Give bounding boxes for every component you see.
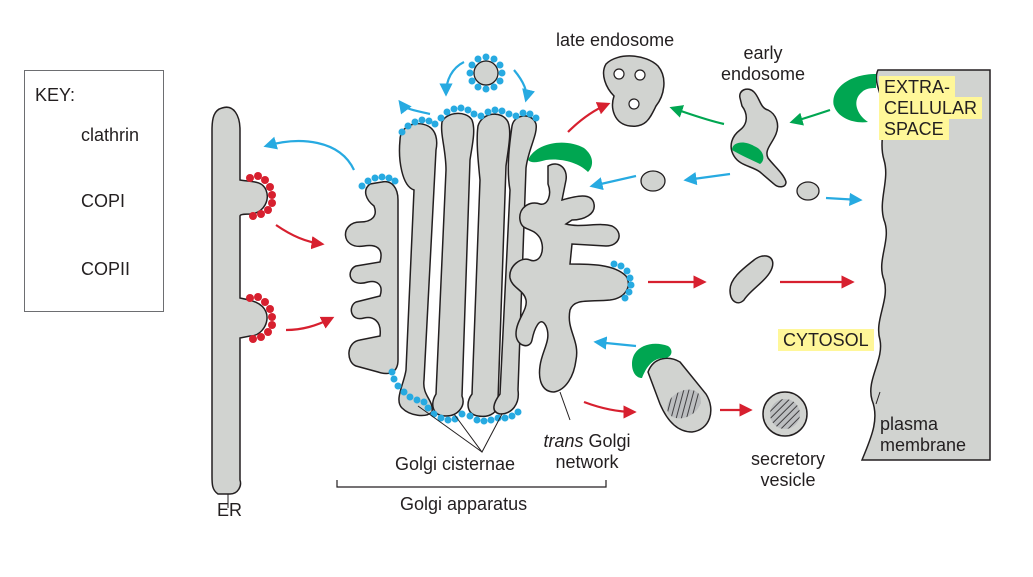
late-endosome-shape xyxy=(602,55,665,127)
label-late-endosome: late endosome xyxy=(556,30,675,50)
endosome-to-vesicle-arrow xyxy=(683,172,731,186)
golgi-intra-arrow-3 xyxy=(513,69,535,103)
label-extracellular-line1: EXTRA- xyxy=(879,76,956,98)
tgn-copi-coat xyxy=(610,260,635,302)
secretory-granule-clathrin-coat xyxy=(632,343,672,378)
clathrin-arrows xyxy=(669,105,831,126)
er-to-golgi-arrow-upper xyxy=(275,224,325,250)
label-extracellular-line3: SPACE xyxy=(879,118,949,140)
golgi-cis-copi-coat xyxy=(358,173,399,190)
trans-golgi-network xyxy=(509,163,630,393)
golgi-top-copi-coat xyxy=(398,104,540,136)
transport-vesicle-small-2 xyxy=(796,181,820,201)
label-cytosol: CYTOSOL xyxy=(778,329,874,351)
label-trans-italic: trans xyxy=(543,431,584,451)
label-cytosol-text: CYTOSOL xyxy=(778,329,874,351)
plasma-membrane-pointer xyxy=(875,391,881,405)
early-endosome-shape xyxy=(730,88,787,188)
label-early-endosome-line2: endosome xyxy=(720,64,806,84)
golgi-bottom-copi-coat xyxy=(388,368,522,425)
label-extracellular-space: EXTRA- CELLULAR SPACE xyxy=(879,76,983,140)
golgi-cisterna-1 xyxy=(398,122,438,417)
golgi-intra-arrow-1 xyxy=(398,99,431,116)
golgi-to-er-arrow xyxy=(263,136,355,171)
label-early-endosome: early endosome xyxy=(718,43,808,85)
key-label-clathrin: clathrin xyxy=(81,125,140,145)
label-er: ER xyxy=(217,500,243,520)
exit-arrows xyxy=(567,102,855,419)
golgi-intra-arrow-2 xyxy=(439,61,465,97)
label-secretory-vesicle-line1: secretory xyxy=(750,449,826,469)
label-secretory-vesicle: secretory vesicle xyxy=(738,449,838,491)
granule-to-tgn-arrow xyxy=(593,336,637,350)
er-copii-coat-lower xyxy=(246,293,276,343)
early-endosome-clathrin-coat xyxy=(732,142,764,164)
golgi-cisternae-pointer xyxy=(417,405,503,453)
key-title: KEY: xyxy=(35,85,76,105)
vesicle-to-membrane-blue-arrow xyxy=(825,192,863,206)
label-plasma-membrane: plasma membrane xyxy=(880,414,966,456)
membrane-to-early-endosome-arrow xyxy=(789,108,831,126)
constitutive-vesicle xyxy=(729,255,774,304)
label-plasma-membrane-line1: plasma xyxy=(880,414,939,434)
golgi-cis-cisterna xyxy=(344,180,399,375)
key-label-copii: COPII xyxy=(81,259,131,279)
golgi-apparatus-bracket xyxy=(336,480,607,488)
key-label-copi: COPI xyxy=(81,191,126,211)
label-trans-golgi-network: trans Golgi network xyxy=(537,431,637,473)
tgn-clathrin-coat xyxy=(528,142,593,172)
transport-vesicle-small-1 xyxy=(640,170,666,192)
early-to-late-endosome-arrow xyxy=(669,105,725,126)
copii-arrows xyxy=(275,224,335,332)
er-to-golgi-arrow-lower xyxy=(285,316,335,332)
label-extracellular-line2: CELLULAR xyxy=(879,97,983,119)
label-early-endosome-line1: early xyxy=(743,43,783,63)
key-legend: KEY: clathrin COPI COPII xyxy=(24,70,164,312)
tgn-to-granule-arrow xyxy=(583,400,637,419)
secretory-vesicle-core xyxy=(770,399,800,429)
late-endosome-internal-vesicles xyxy=(613,68,646,110)
label-trans-golgi-line2: network xyxy=(555,452,619,472)
copi-vesicle xyxy=(466,53,506,93)
golgi-cisterna-3 xyxy=(467,113,511,418)
er-copii-coat-upper xyxy=(246,172,276,220)
label-golgi-cisternae: Golgi cisternae xyxy=(395,454,516,474)
label-secretory-vesicle-line2: vesicle xyxy=(760,470,816,490)
plasma-membrane-clathrin-pit xyxy=(833,74,876,123)
golgi-cisterna-2 xyxy=(432,112,475,417)
tgn-to-late-endosome-arrow xyxy=(567,102,611,133)
copi-arrows xyxy=(263,61,863,350)
label-golgi-apparatus: Golgi apparatus xyxy=(400,494,528,514)
tgn-pointer xyxy=(559,391,571,421)
label-trans-golgi-word: Golgi xyxy=(588,431,631,451)
secretory-granule-core xyxy=(667,389,701,419)
vesicle-to-tgn-arrow xyxy=(589,174,637,191)
er-shape xyxy=(211,106,268,495)
label-plasma-membrane-line2: membrane xyxy=(880,435,967,455)
